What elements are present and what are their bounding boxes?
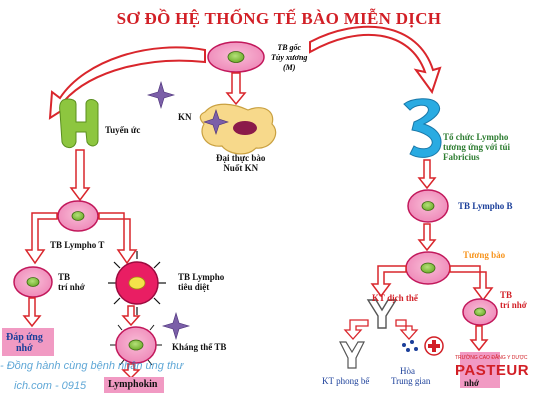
memory-response-label-line2: nhớ (16, 343, 33, 354)
stem-cell-label-line3: (M) (282, 63, 296, 72)
lymphokin-label: Lymphokin (108, 379, 158, 390)
t-lympho-label: TB Lympho T (50, 240, 105, 250)
thymus-label: Tuyến ức (105, 125, 141, 135)
humoral-antibody-label: KT dịch thể (372, 293, 418, 303)
memory-response-label: Đáp ứng nhớ (6, 332, 43, 354)
b-memory-response-label: nhớ (464, 378, 479, 388)
arrow-b-to-plasma (417, 223, 437, 252)
fabricius-label: Tổ chức Lympho tương ứng với túi Fabrici… (443, 132, 510, 162)
thymus-organ (59, 98, 99, 149)
pasteur-logo-text: PASTEUR (455, 362, 530, 379)
antigen-label: KN (178, 112, 192, 122)
b-memory-response-box (460, 352, 500, 388)
antibody-y-icon (366, 299, 398, 329)
t-memory-label-line1: TB (58, 272, 71, 282)
arrow-thymus-to-t (69, 149, 91, 202)
t-memory-nucleus (26, 277, 40, 287)
fabricius-label-line1: Tổ chức Lympho (443, 132, 509, 142)
arrow-memory-to-response (22, 297, 42, 328)
macrophage-label: Đại thực bào Nuốt KN (216, 153, 265, 173)
fabricius-label-line2: tương ứng với túi (443, 142, 511, 152)
curved-arrow-right (309, 25, 442, 95)
arrow-plasma-to-antibody (370, 265, 407, 298)
cellular-antibody-label: Kháng thể TB (172, 342, 227, 352)
curved-arrow-left (48, 46, 206, 120)
blocking-antibody-label: KT phong bế (322, 376, 370, 386)
lymphokin-box (104, 377, 164, 393)
b-memory-label: TB trí nhớ (500, 290, 527, 310)
t-killer-label-line1: TB Lympho (178, 272, 225, 282)
t-killer-label-line2: tiêu diệt (178, 282, 210, 292)
t-memory-label-line2: trí nhớ (58, 282, 85, 292)
neutralizing-label-part2: Trung gian (391, 376, 431, 386)
stem-cell-label-line1: TB gốc (277, 43, 302, 52)
macrophage-antigen (203, 109, 229, 135)
arrow-y-to-neutral (395, 319, 419, 340)
pasteur-logo-icon (424, 336, 444, 356)
stem-cell-label: TB gốc Tủy xương (M) (271, 43, 307, 73)
fabricius-label-line3: Fabricius (443, 152, 480, 162)
arrow-t-to-memory (24, 212, 58, 265)
macrophage-label-line2: Nuốt KN (223, 163, 259, 173)
neutralizing-label-part1: Hòa (400, 366, 415, 376)
blocking-antibody-icon (339, 341, 365, 369)
arrow-stem-to-macrophage (225, 72, 247, 106)
macrophage-label-line1: Đại thực bào (216, 153, 266, 163)
arrow-y-to-block (343, 319, 369, 340)
plasma-nucleus (420, 262, 436, 274)
t-killer-cell (108, 251, 166, 315)
b-lympho-nucleus (421, 201, 435, 211)
arrow-b-memory-down (469, 325, 489, 352)
antigen-star-right (161, 311, 191, 341)
arrow-plasma-to-b-memory (449, 265, 494, 302)
macrophage-nucleus (233, 121, 257, 135)
arrow-antibody-to-lymphokin (121, 363, 141, 380)
plasma-label: Tương bào (463, 250, 506, 260)
b-memory-nucleus (474, 307, 486, 317)
b-memory-label-line2: trí nhớ (500, 300, 527, 310)
b-lympho-label: TB Lympho B (458, 201, 513, 211)
watermark-line2: ich.com - 0915 (14, 380, 87, 392)
arrow-killer-to-antibody (121, 305, 141, 327)
antigen-kn-star (146, 80, 176, 110)
t-lympho-nucleus (71, 211, 85, 221)
arrow-fabricius-to-b (417, 159, 437, 190)
watermark-line1: - Đồng hành cùng bệnh nhân ung thư (0, 360, 184, 372)
neutralization-dots (402, 340, 418, 352)
stem-cell-nucleus (227, 51, 245, 63)
t-killer-label: TB Lympho tiêu diệt (178, 272, 224, 292)
pasteur-logo-subtitle: TRƯỜNG CAO ĐẲNG Y DƯỢC (455, 355, 528, 361)
cellular-antibody-cell (110, 324, 162, 366)
t-memory-label: TB trí nhớ (58, 272, 85, 292)
diagram-title: SƠ ĐỒ HỆ THỐNG TẾ BÀO MIỄN DỊCH (116, 9, 442, 28)
stem-cell-label-line2: Tủy xương (271, 53, 308, 62)
memory-response-box (2, 328, 54, 356)
fabricius-organ (403, 98, 442, 158)
arrow-t-to-killer (98, 212, 138, 265)
memory-response-label-line1: Đáp ứng (6, 332, 43, 343)
b-memory-label-line1: TB (500, 290, 513, 300)
